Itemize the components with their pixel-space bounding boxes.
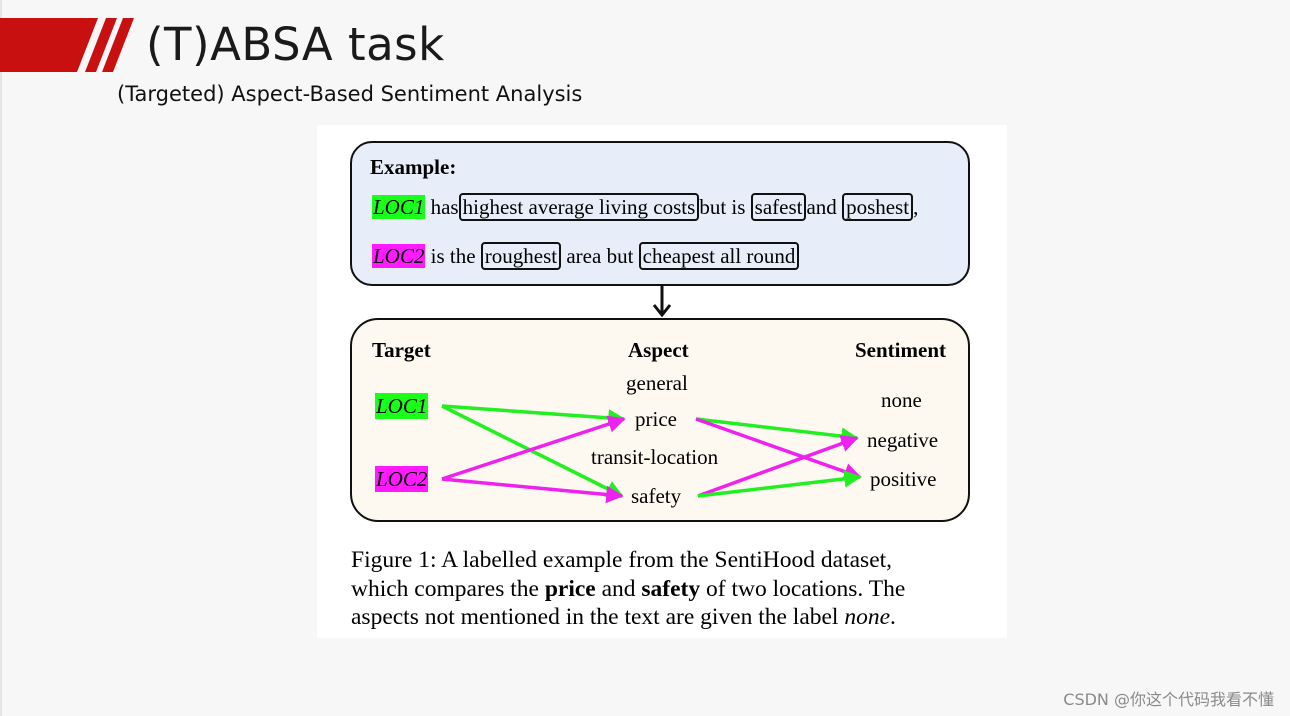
arrow-loc2-to-price xyxy=(441,415,626,481)
target-node-loc1: LOC1 xyxy=(375,393,429,419)
sentiment-node-none: none xyxy=(881,388,922,412)
aspect-phrase-box: safest xyxy=(750,193,807,221)
caption-punctuation: . xyxy=(890,604,896,630)
arrow-safety-to-negative xyxy=(697,435,859,498)
sentiment-column-header: Sentiment xyxy=(855,338,946,362)
target-node-loc2: LOC2 xyxy=(375,466,429,492)
aspect-column-header: Aspect xyxy=(628,338,689,362)
caption-text: which compares the xyxy=(351,575,539,602)
arrow-loc1-to-price xyxy=(441,404,626,427)
caption-italic-none: none xyxy=(844,604,891,630)
slide-title: (T)ABSA task xyxy=(146,18,445,71)
slide-subtitle: (Targeted) Aspect-Based Sentiment Analys… xyxy=(117,82,583,106)
arrow-loc2-to-safety xyxy=(441,477,624,504)
target-column-header: Target xyxy=(372,338,431,362)
arrow-safety-to-positive xyxy=(697,470,862,498)
csdn-watermark: CSDN @你这个代码我看不懂 xyxy=(1063,690,1274,709)
caption-bold-price: price xyxy=(544,575,596,602)
aspect-node-price: price xyxy=(635,407,677,431)
sentiment-node-positive: positive xyxy=(870,467,937,491)
caption-text: of two locations. The xyxy=(706,575,906,602)
caption-line-1: Figure 1: A labelled example from the Se… xyxy=(351,547,893,573)
caption-text: aspects not mentioned in the text are gi… xyxy=(351,604,839,630)
caption-text: and xyxy=(601,575,636,602)
caption-bold-safety: safety xyxy=(641,575,701,602)
title-banner-stripes xyxy=(0,18,134,72)
target-loc1-highlight: LOC1 xyxy=(372,195,426,219)
example-sentence-line-2: LOC2 is the roughest area but cheapest a… xyxy=(372,242,800,270)
arrow-price-to-negative xyxy=(695,417,859,445)
down-arrow-connector xyxy=(652,285,672,318)
sentence-punctuation: , xyxy=(913,195,919,219)
caption-line-3: aspects not mentioned in the text are gi… xyxy=(351,603,981,632)
aspect-phrase-box: roughest xyxy=(480,242,562,270)
sentiment-node-negative: negative xyxy=(867,428,939,452)
sentence-word: but is xyxy=(699,195,746,219)
aspect-phrase-box: cheapest all round xyxy=(638,242,800,270)
example-heading: Example: xyxy=(370,155,457,179)
figure-caption: Figure 1: A labelled example from the Se… xyxy=(351,546,981,632)
sentence-word: area but xyxy=(566,244,634,268)
caption-line-2: which compares the price and safety of t… xyxy=(351,575,981,604)
mapping-box: Target Aspect Sentiment LOC1 LOC2 genera… xyxy=(350,318,970,522)
sentence-word: has xyxy=(430,195,459,219)
aspect-phrase-box: highest average living costs xyxy=(458,193,700,221)
arrow-price-to-positive xyxy=(695,417,862,480)
aspect-node-transit-location: transit-location xyxy=(591,445,719,469)
aspect-phrase-box: poshest xyxy=(842,193,914,221)
aspect-node-safety: safety xyxy=(631,484,682,508)
slide-left-rule xyxy=(0,0,2,716)
target-loc2-highlight: LOC2 xyxy=(372,244,426,268)
sentence-word: is the xyxy=(430,244,476,268)
sentence-word: and xyxy=(806,195,837,219)
mapping-arrows xyxy=(441,404,862,504)
aspect-node-general: general xyxy=(626,371,688,395)
